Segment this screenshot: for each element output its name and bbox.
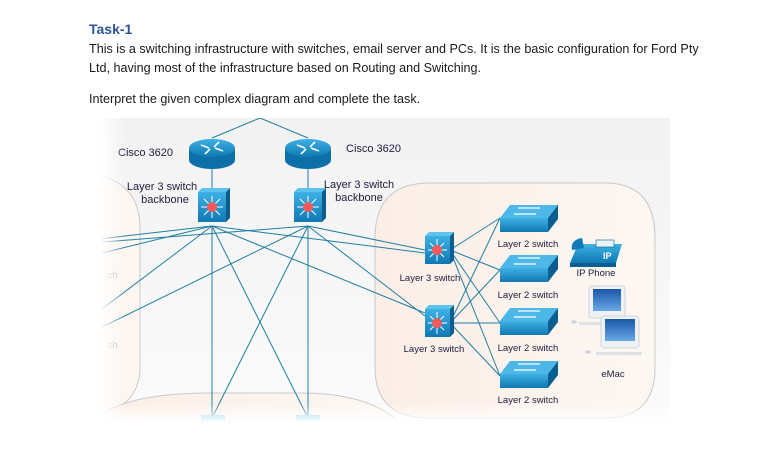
handset-icon: [571, 238, 584, 250]
emac-label: eMac: [601, 369, 624, 380]
backbone-switch-1-label-line2: backbone: [141, 194, 189, 206]
backbone-switch-1[interactable]: [198, 188, 230, 222]
screen-icon: [593, 289, 621, 311]
hub-center-icon: [207, 202, 217, 212]
layer3-switch-1[interactable]: [425, 232, 454, 264]
screen-icon: [605, 319, 635, 341]
layer3-switch-1-label: Layer 3 switch: [400, 273, 461, 284]
router-1-label: Cisco 3620: [118, 147, 173, 159]
switch-arrows-icon: [514, 207, 540, 215]
emac-computer-2[interactable]: [585, 315, 642, 355]
backbone-switch-2-label-line1: Layer 3 switch: [324, 179, 394, 191]
task-title: Task-1: [89, 21, 133, 37]
left-edge-fade: [100, 118, 125, 423]
router-2-label: Cisco 3620: [346, 143, 401, 155]
switch-arrows-icon: [514, 310, 540, 318]
layer2-switch-3-label: Layer 2 switch: [498, 343, 559, 354]
hub-center-icon: [432, 318, 442, 328]
layer3-switch-2-label: Layer 3 switch: [404, 344, 465, 355]
hub-center-icon: [432, 245, 442, 255]
router-arrows-icon: [296, 141, 320, 155]
layer2-switch-3[interactable]: [500, 308, 558, 335]
layer3-switch-2[interactable]: [425, 305, 454, 337]
mouse-icon: [585, 350, 591, 354]
ip-phone[interactable]: IP: [570, 238, 622, 267]
switch-arrows-icon: [514, 363, 540, 371]
ip-badge: IP: [603, 251, 612, 261]
backbone-switch-2[interactable]: [294, 188, 326, 222]
layer2-switch-2[interactable]: [500, 255, 558, 282]
hub-center-icon: [303, 202, 313, 212]
description-paragraph: This is a switching infrastructure with …: [89, 42, 699, 75]
phone-display: [595, 239, 615, 248]
bottom-edge-fade: [100, 403, 670, 423]
layer2-switch-4[interactable]: [500, 361, 558, 388]
router-arrows-icon: [200, 141, 224, 155]
layer2-switch-4-label: Layer 2 switch: [498, 395, 559, 406]
emac-computer-1[interactable]: [571, 285, 626, 325]
router-1[interactable]: [189, 139, 235, 169]
mouse-icon: [571, 320, 577, 324]
layer2-switch-2-label: Layer 2 switch: [498, 290, 559, 301]
instruction-paragraph: Interpret the given complex diagram and …: [89, 92, 421, 106]
network-diagram: Cisco 3620 Cisco 3620 Layer 3 switch bac…: [100, 118, 670, 423]
router-2[interactable]: [285, 139, 331, 169]
backbone-switch-1-label-line1: Layer 3 switch: [127, 181, 197, 193]
layer2-switch-1[interactable]: [500, 205, 558, 232]
switch-arrows-icon: [514, 257, 540, 265]
ip-phone-label: IP Phone: [577, 268, 616, 279]
layer2-switch-1-label: Layer 2 switch: [498, 239, 559, 250]
backbone-switch-2-label-line2: backbone: [335, 192, 383, 204]
